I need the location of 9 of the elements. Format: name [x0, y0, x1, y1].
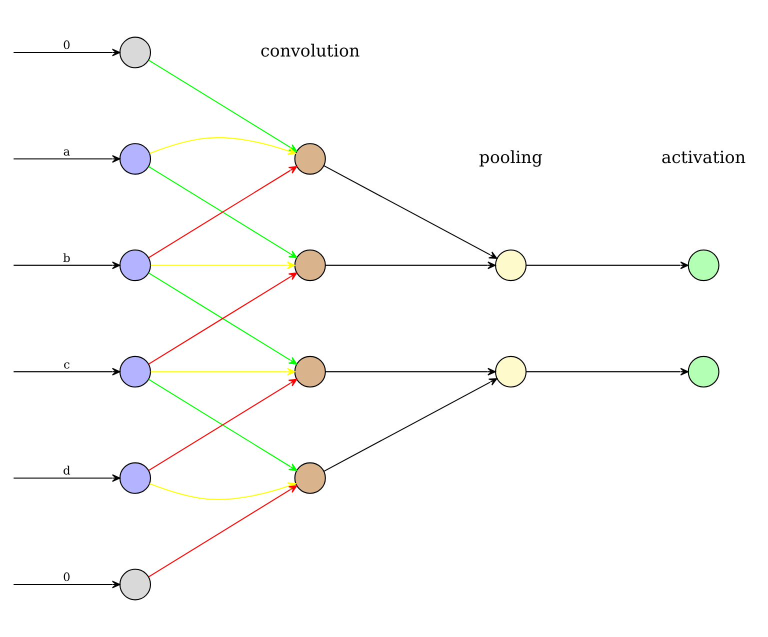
edge-label: 0	[63, 38, 70, 52]
label: convolution	[260, 40, 360, 60]
edge-label: b	[63, 250, 70, 265]
edge-label: d	[63, 464, 70, 478]
edge-label: c	[63, 357, 70, 372]
label: activation	[661, 146, 746, 167]
label: pooling	[479, 146, 543, 167]
edge-label: 0	[63, 570, 70, 584]
edge-label: a	[63, 144, 70, 159]
